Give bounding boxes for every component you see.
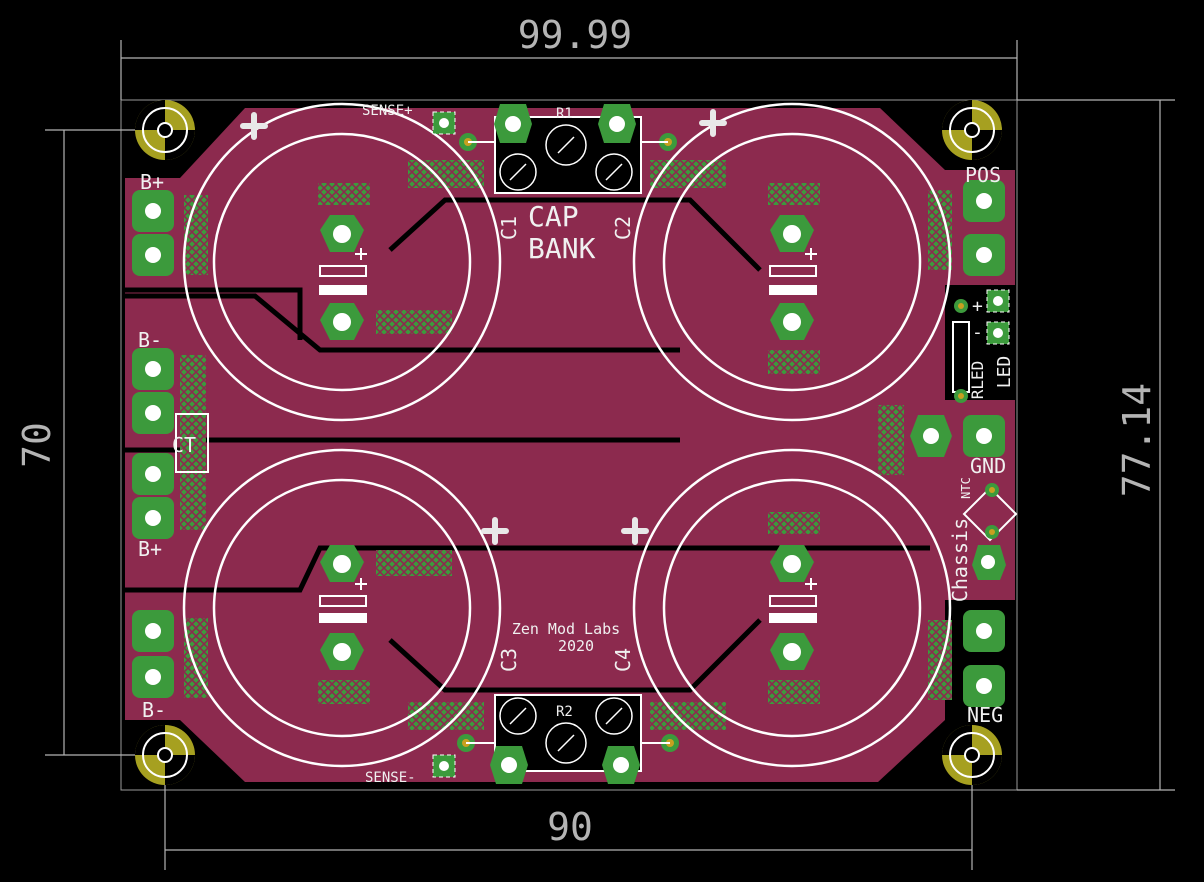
- cap-c3-pad-plus: [320, 545, 364, 582]
- board-outline: [120, 99, 1018, 791]
- label-sense-minus: SENSE-: [365, 770, 416, 786]
- resistor-r2: [490, 694, 642, 784]
- cap-c3-pad-minus: [320, 633, 364, 670]
- label-led-minus: -: [972, 322, 983, 343]
- mounting-hole-bottom-left: [135, 725, 195, 785]
- label-b-plus-bottom: B+: [138, 537, 162, 561]
- capacitor-pads: [320, 215, 814, 670]
- cap-c1-pad-minus: [320, 303, 364, 340]
- via-fields: [180, 160, 952, 730]
- label-credit-line1: Zen Mod Labs: [512, 620, 620, 638]
- hole-vertical-dimension: 70: [15, 422, 59, 468]
- label-bank: BANK: [528, 232, 596, 265]
- dimension-lines: [45, 40, 1175, 870]
- plus-markers: [240, 109, 727, 545]
- cap-c4-pad-plus: [770, 545, 814, 582]
- mounting-holes: [135, 100, 1002, 785]
- edge-pads: [132, 180, 1005, 707]
- cap-c2-pad-plus: [770, 215, 814, 252]
- width-dimension: 99.99: [518, 13, 632, 57]
- label-c1: C1: [497, 216, 521, 240]
- mounting-hole-top-left: [135, 100, 195, 160]
- label-r1: R1: [556, 106, 573, 122]
- label-led-plus: +: [972, 296, 983, 317]
- label-rled: RLED: [968, 361, 987, 400]
- label-ntc: NTC: [959, 477, 973, 499]
- label-gnd: GND: [970, 454, 1006, 478]
- label-sense-plus: SENSE+: [362, 103, 413, 119]
- led-area: [952, 289, 1018, 580]
- ct-outline: [175, 413, 209, 473]
- label-cap: CAP: [528, 200, 579, 233]
- label-credit-line2: 2020: [558, 637, 594, 655]
- resistor-r1: [494, 104, 642, 194]
- label-c4: C4: [611, 648, 635, 672]
- label-chassis: Chassis: [948, 518, 972, 602]
- label-b-plus-top: B+: [140, 170, 164, 194]
- silkscreen-labels: SENSE+ SENSE- R1 R2 C1 C2 C3 C4 CAP BANK…: [138, 103, 1015, 786]
- cap-c4-pad-minus: [770, 633, 814, 670]
- hole-horizontal-dimension: 90: [547, 805, 593, 849]
- capacitor-polarity-marks: [319, 248, 817, 623]
- mounting-hole-top-right: [942, 100, 1002, 160]
- label-r2: R2: [556, 704, 573, 720]
- sense-pads: [432, 111, 679, 778]
- label-pos: POS: [965, 163, 1001, 187]
- height-dimension: 77.14: [1115, 383, 1159, 497]
- label-b-minus-bottom: B-: [142, 698, 166, 722]
- capacitor-outlines: [182, 102, 952, 768]
- cap-c2-pad-minus: [770, 303, 814, 340]
- mounting-hole-bottom-right: [942, 725, 1002, 785]
- label-c3: C3: [497, 648, 521, 672]
- label-ct: CT: [172, 433, 196, 457]
- label-led: LED: [994, 356, 1015, 389]
- cap-c1-pad-plus: [320, 215, 364, 252]
- label-c2: C2: [611, 216, 635, 240]
- copper-clearance: [125, 197, 930, 693]
- label-b-minus-top: B-: [138, 328, 162, 352]
- label-neg: NEG: [967, 703, 1003, 727]
